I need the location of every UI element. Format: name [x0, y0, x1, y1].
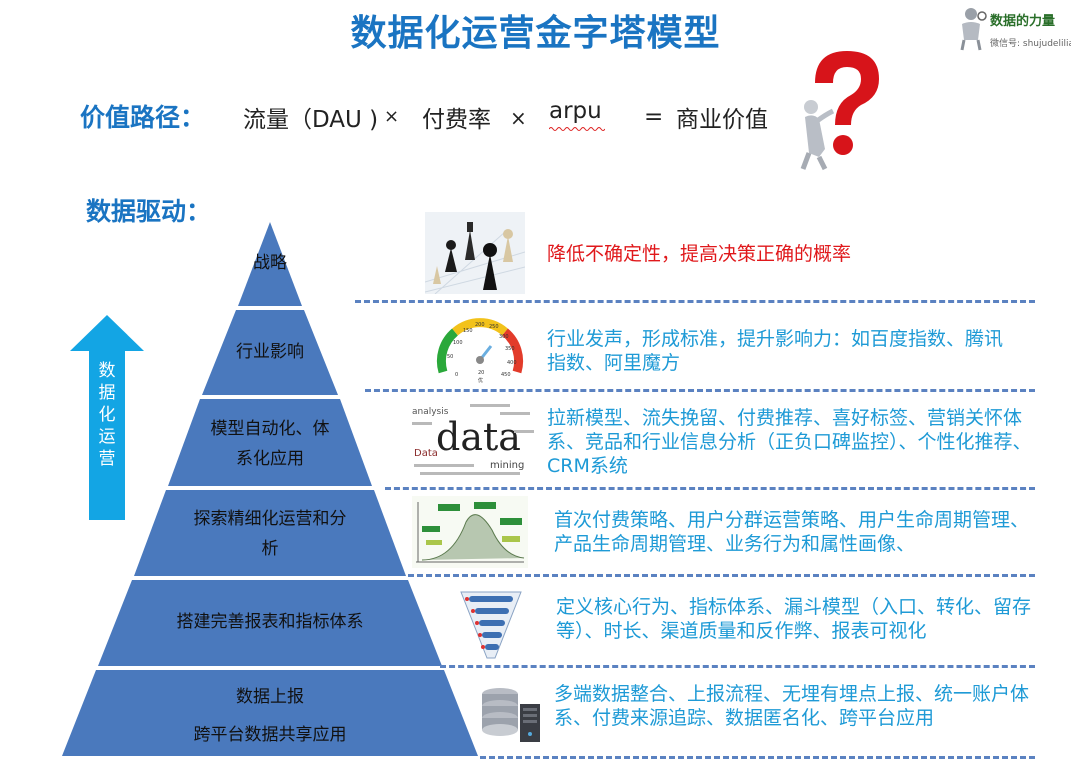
tier-explore — [134, 490, 406, 576]
data-driven-label: 数据驱动： — [86, 197, 212, 226]
lifecycle-chart-icon — [412, 496, 528, 568]
value-path-label: 价值路径： — [80, 103, 206, 132]
desc-model: 拉新模型、流失挽留、付费推荐、喜好标签、营销关怀体系、竞品和行业信息分析（正负口… — [547, 407, 1032, 477]
tier-report — [98, 580, 442, 666]
divider-3 — [385, 487, 1035, 490]
desc-explore: 首次付费策略、用户分群运营策略、用户生命周期管理、产品生命周期管理、业务行为和属… — [554, 509, 1030, 555]
desc-industry: 行业发声，形成标准，提升影响力：如百度指数、腾讯指数、阿里魔方 — [547, 328, 1004, 374]
data-word-cloud-icon: analysis data Data mining — [410, 400, 536, 478]
tier-strategy-label: 战略 — [253, 253, 287, 273]
svg-text:100: 100 — [453, 340, 463, 346]
svg-text:analysis: analysis — [412, 407, 449, 417]
formula-business-value: 商业价值 — [676, 107, 768, 133]
svg-text:data: data — [436, 415, 521, 459]
svg-text:400: 400 — [507, 360, 517, 366]
divider-2 — [365, 389, 1035, 392]
question-mark-icon — [800, 51, 879, 171]
formula-times-2: × — [510, 106, 527, 130]
svg-text:mining: mining — [490, 460, 524, 471]
svg-text:450: 450 — [501, 372, 511, 378]
desc-strategy: 降低不确定性，提高决策正确的概率 — [547, 243, 852, 265]
divider-5 — [440, 665, 1035, 668]
tier-model-label: 模型自动化、体 系化应用 — [210, 419, 330, 469]
svg-text:200: 200 — [475, 322, 485, 328]
arrow-text-chars: 数据化运营 — [98, 361, 116, 469]
divider-6 — [480, 756, 1035, 759]
divider-1 — [355, 300, 1035, 303]
formula-times-1: × — [384, 106, 400, 127]
brand-logo: 数据的力量 微信号: shujudeliliang — [952, 4, 1071, 56]
logo-brand: 数据的力量 — [990, 14, 1056, 29]
tier-model — [168, 399, 372, 486]
tier-data-label: 数据上报 跨平台数据共享应用 — [193, 687, 347, 745]
svg-text:150: 150 — [463, 328, 473, 334]
desc-report: 定义核心行为、指标体系、漏斗模型（入口、转化、留存等）、时长、渠道质量和反作弊、… — [556, 596, 1032, 642]
formula-arpu: arpu — [549, 98, 602, 124]
svg-text:250: 250 — [489, 324, 499, 330]
database-server-icon — [478, 684, 544, 746]
svg-text:300: 300 — [499, 334, 509, 340]
page-title: 数据化运营金字塔模型 — [350, 13, 721, 54]
svg-text:20: 20 — [478, 370, 484, 376]
desc-data: 多端数据整合、上报流程、无埋有埋点上报、统一账户体系、付费来源追踪、数据匿名化、… — [554, 683, 1030, 729]
tier-report-label: 搭建完善报表和指标体系 — [176, 612, 364, 632]
tier-data — [62, 670, 478, 756]
logo-wechat: 微信号: shujudeliliang — [990, 39, 1071, 49]
formula-pay-rate: 付费率 — [422, 107, 491, 133]
svg-text:0: 0 — [455, 372, 458, 378]
tier-strategy — [238, 222, 302, 306]
chess-pieces-icon — [425, 212, 525, 294]
arrow-text: 数据化运营 — [88, 360, 126, 470]
gauge-icon: 100 150 200 250 300 50 350 400 0 450 20 … — [435, 310, 525, 386]
tier-explore-label: 探索精细化运营和分 析 — [193, 509, 347, 559]
tier-industry-label: 行业影响 — [236, 342, 304, 362]
formula-traffic: 流量（DAU ) — [243, 107, 379, 133]
svg-text:优: 优 — [478, 377, 483, 384]
svg-text:350: 350 — [505, 346, 515, 352]
divider-4 — [408, 574, 1035, 577]
tier-industry — [202, 310, 338, 395]
funnel-icon — [455, 584, 527, 664]
figure-icon — [960, 8, 987, 51]
svg-text:Data: Data — [414, 448, 438, 459]
up-arrow-icon — [70, 315, 144, 520]
formula-equals: = — [644, 104, 664, 130]
svg-text:50: 50 — [447, 354, 453, 360]
spellcheck-underline — [549, 127, 605, 131]
